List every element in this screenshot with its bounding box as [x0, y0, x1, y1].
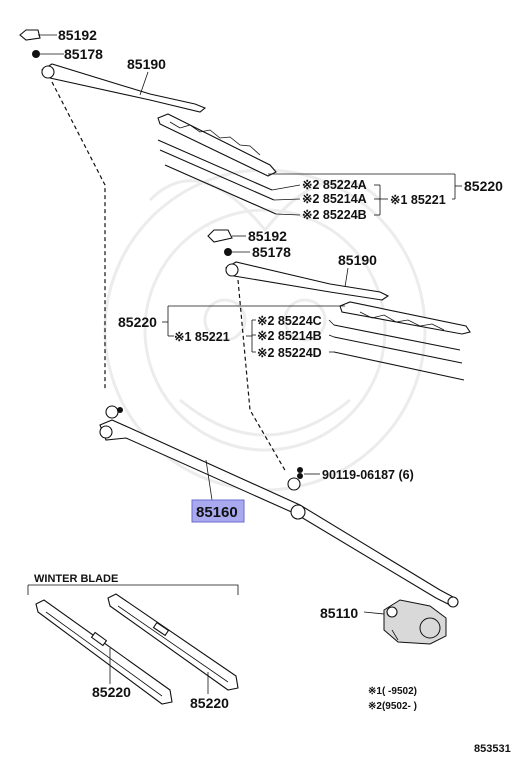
nut-85178-top [32, 50, 40, 58]
label-85221-top[interactable]: ※1 85221 [390, 193, 446, 207]
wiper-linkage [99, 405, 459, 608]
label-85178-mid[interactable]: 85178 [252, 244, 291, 260]
label-85224b[interactable]: ※2 85224B [302, 208, 367, 222]
label-85220-top[interactable]: 85220 [464, 178, 503, 194]
note-2: ※2(9502- ) [368, 701, 417, 712]
label-90119[interactable]: 90119-06187 (6) [322, 468, 414, 482]
wiper-arm-top [41, 63, 207, 113]
label-85224d[interactable]: ※2 85224D [257, 346, 322, 360]
nut-85178-mid [224, 248, 232, 256]
wiper-blade-mid [333, 301, 471, 381]
winter-blade-2 [107, 593, 239, 691]
label-85220-left[interactable]: 85220 [118, 314, 157, 330]
label-85160[interactable]: 85160 [196, 504, 238, 521]
label-85220-wb1[interactable]: 85220 [92, 684, 131, 700]
label-85190-mid[interactable]: 85190 [338, 252, 377, 268]
highlight-85160 [191, 499, 245, 523]
label-85178-top[interactable]: 85178 [64, 46, 103, 62]
label-85224c[interactable]: ※2 85224C [257, 314, 322, 328]
cap-85192-top [19, 29, 41, 41]
cap-85192-mid [207, 229, 233, 243]
winter-blade-1 [35, 599, 173, 705]
label-85110[interactable]: 85110 [320, 605, 358, 621]
label-85192-mid[interactable]: 85192 [248, 228, 287, 244]
note-1: ※1( -9502) [368, 686, 417, 697]
label-85221-left[interactable]: ※1 85221 [174, 330, 230, 344]
bolt-90119 [297, 467, 303, 473]
diagram-id: 853531 [474, 743, 511, 755]
label-85224a[interactable]: ※2 85224A [302, 178, 367, 192]
wiper-arm-mid [225, 261, 390, 301]
pivot-dash-right [237, 279, 287, 473]
label-85214a[interactable]: ※2 85214A [302, 192, 367, 206]
label-85214b[interactable]: ※2 85214B [257, 329, 322, 343]
pivot-dash-left [51, 81, 106, 390]
winter-blade-title[interactable]: WINTER BLADE [34, 573, 118, 585]
wiper-blade-top [157, 113, 277, 215]
wiper-motor [383, 599, 447, 645]
label-85220-wb2[interactable]: 85220 [190, 695, 229, 711]
winter-blade-bracket [27, 584, 239, 595]
label-85192-top[interactable]: 85192 [58, 27, 97, 43]
label-85190-top[interactable]: 85190 [127, 56, 166, 72]
